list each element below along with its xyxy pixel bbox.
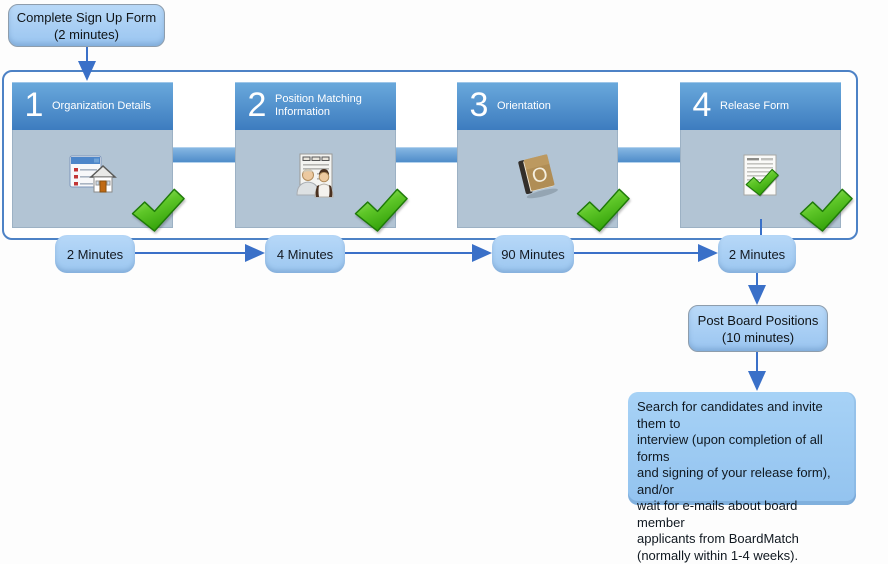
step-body: O bbox=[457, 130, 630, 232]
step-header: 3 Orientation bbox=[457, 82, 618, 130]
duration-bubble-step2: 4 Minutes bbox=[265, 235, 345, 273]
duration-bubble-step4: 2 Minutes bbox=[718, 235, 796, 273]
step-header: 4 Release Form bbox=[680, 82, 841, 130]
signup-process-diagram: { "colors": { "accent_blue": "#3a70c8", … bbox=[2, 4, 858, 563]
svg-text:O: O bbox=[529, 162, 549, 187]
step-connector-bar bbox=[172, 147, 236, 163]
final-description-box: Search for candidates and invite them to… bbox=[628, 392, 856, 563]
step-title: Orientation bbox=[497, 99, 551, 112]
step-box-organization-details: 1 Organization Details bbox=[12, 82, 185, 232]
step-connector-bar bbox=[617, 147, 681, 163]
step-number: 1 bbox=[24, 86, 44, 124]
completed-check-icon bbox=[354, 188, 408, 232]
position-matching-icon bbox=[295, 153, 334, 197]
duration-bubble-step3: 90 Minutes bbox=[492, 235, 574, 273]
step-header: 1 Organization Details bbox=[12, 82, 173, 130]
step-box-orientation: 3 Orientation O bbox=[457, 82, 630, 232]
completed-check-icon bbox=[576, 188, 630, 232]
step-header: 2 Position Matching Information bbox=[235, 82, 396, 130]
completed-check-icon bbox=[131, 188, 185, 232]
step-connector-bar bbox=[395, 147, 458, 163]
completed-check-icon bbox=[799, 188, 853, 232]
release-form-icon bbox=[743, 154, 779, 196]
step-title: Release Form bbox=[720, 99, 790, 112]
orientation-icon: O bbox=[517, 153, 558, 198]
step-body bbox=[235, 130, 408, 232]
step-body bbox=[680, 130, 853, 232]
step-box-release-form: 4 Release Form bbox=[680, 82, 853, 232]
step-number: 2 bbox=[247, 86, 267, 124]
step-title: Position Matching Information bbox=[275, 93, 362, 118]
step-number: 3 bbox=[469, 86, 489, 124]
step-box-position-matching: 2 Position Matching Information bbox=[235, 82, 408, 232]
post-board-positions-box: Post Board Positions (10 minutes) bbox=[688, 305, 828, 352]
start-box: Complete Sign Up Form (2 minutes) bbox=[8, 4, 165, 47]
organization-details-icon bbox=[69, 155, 117, 192]
step-body bbox=[12, 130, 185, 232]
step-number: 4 bbox=[692, 86, 712, 124]
step-title: Organization Details bbox=[52, 99, 152, 112]
duration-bubble-step1: 2 Minutes bbox=[55, 235, 135, 273]
